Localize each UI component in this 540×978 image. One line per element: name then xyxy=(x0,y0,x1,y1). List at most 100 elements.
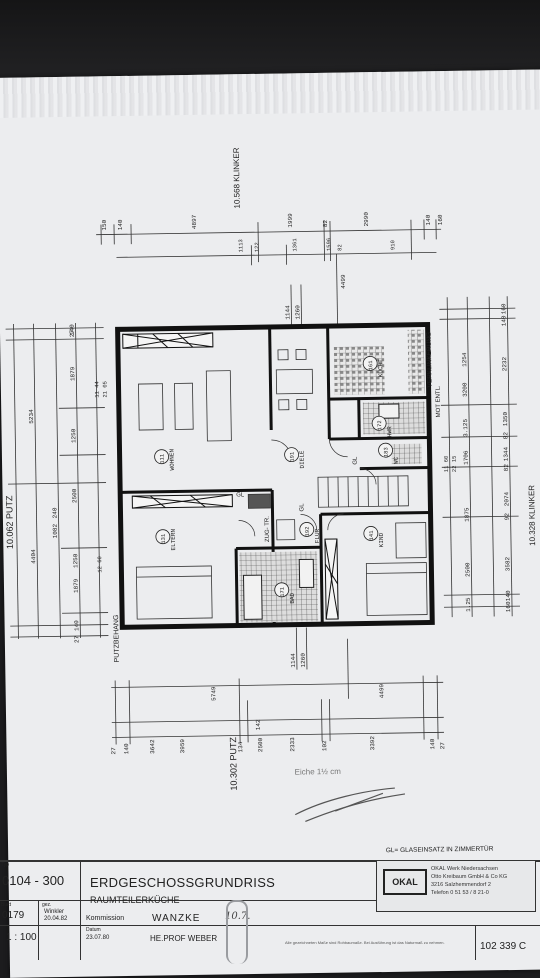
room-name-kind: KIND xyxy=(378,532,385,547)
okal-logo: OKAL xyxy=(383,869,427,895)
drawing-subtitle: RAUMTEILERKÜCHE xyxy=(90,895,180,905)
left-dim-2: 1879 xyxy=(69,366,76,381)
staircase xyxy=(318,476,408,507)
right-dim-3: 1350 xyxy=(502,411,509,426)
typ-label: Typ xyxy=(1,862,9,868)
okal-line-3: 3216 Salzhemmendorf 2 xyxy=(431,881,507,889)
right-dim-10: 140 xyxy=(505,590,512,601)
top-sub-dim-0: 1113 xyxy=(237,239,244,252)
top-dim-7: 160 xyxy=(437,214,444,225)
massstab-value: 1 : 100 xyxy=(6,932,37,943)
top-sub-dim-2: 1361 xyxy=(291,238,298,252)
verklinkerung-label: VERKLINKERUNG xyxy=(426,332,434,388)
okal-line-1: OKAL Werk Niedersachsen xyxy=(431,865,507,873)
tb-col-rule-1 xyxy=(80,860,81,960)
bottom-sub-dim-1: 4499 xyxy=(378,683,385,698)
bottom-dim-7: 102 xyxy=(321,740,328,751)
room-number-bad: 171 xyxy=(279,586,286,597)
height-note-4: 11 60 xyxy=(443,456,450,473)
left-dim-3: 1250 xyxy=(70,428,77,443)
putzbehang-label: PUTZBEHANG xyxy=(113,615,121,663)
bottom-dim-4: 134 xyxy=(237,741,244,752)
paper-clip-icon xyxy=(226,900,248,964)
bottom-dim-0: 27 xyxy=(110,747,117,755)
left-dim-6: 1879 xyxy=(73,578,80,593)
bottom-dimension-lines xyxy=(111,675,444,744)
top-dim-4: 82 xyxy=(322,219,329,227)
tb-col-rule-2 xyxy=(38,900,39,960)
left-dim-7: 140 xyxy=(73,620,80,631)
mid-bottom-dim-2: 1260 xyxy=(300,653,307,668)
mot-entl-label: MOT ENTL. xyxy=(436,385,443,417)
bottom-sub-dim-2: 142 xyxy=(255,719,262,730)
datum-value: 23.07.80 xyxy=(86,935,109,941)
bottom-dim-9: 140 xyxy=(429,738,436,749)
bath-sink xyxy=(299,559,313,587)
room-name-hwr: HWR xyxy=(386,426,393,437)
left-dimension-lines xyxy=(6,323,109,640)
top-dim-0: 150 xyxy=(101,219,108,230)
right-dim-5: 1344 xyxy=(503,446,510,461)
bottom-dim-2: 3642 xyxy=(149,739,156,754)
hwr-sink xyxy=(379,404,399,418)
left-total-dim-2: 1082 xyxy=(52,524,59,539)
okal-company-box: OKAL OKAL Werk Niedersachsen Otto Kreiba… xyxy=(376,860,536,912)
right-dim-11: 160 xyxy=(505,601,512,612)
top-sub-dim-1: 122 xyxy=(253,242,260,252)
right-sub-dim-3: 1706 xyxy=(463,450,470,465)
bearbeiter-name: HE.PROF WEBER xyxy=(150,934,217,943)
room-name-küche: KÜCHE xyxy=(377,359,384,378)
height-note-3: 12 60 xyxy=(96,556,103,573)
room-number-flur: 192 xyxy=(304,526,311,536)
room-name-eltern: ELTERN xyxy=(170,528,177,550)
gl-label-1: GL xyxy=(353,456,359,465)
left-total-dim-1: 4404 xyxy=(30,549,37,564)
door-swings xyxy=(237,438,376,536)
blatt-value: 0179 xyxy=(2,910,24,921)
right-sub-dim-6: 1.25 xyxy=(465,597,472,612)
room-name-bad: BAD xyxy=(289,592,296,603)
bottom-dim-10: 27 xyxy=(439,742,446,750)
gl-label-2: GL xyxy=(299,503,305,512)
right-sub-dim-5: 2500 xyxy=(464,562,471,577)
top-sub-dim-5: 910 xyxy=(389,240,396,250)
drawing-title: ERDGESCHOSSGRUNDRISS xyxy=(90,875,275,890)
datum-label: Datum xyxy=(86,927,101,933)
klinker-right-label: 10.328 KLINKER xyxy=(527,485,537,546)
right-dim-9: 3582 xyxy=(504,556,511,571)
height-note-2: 21 05 xyxy=(101,381,108,398)
right-dim-0: 160 xyxy=(500,303,507,314)
bottom-dim-8: 3392 xyxy=(369,736,376,751)
mid-top-dim-1: 1144 xyxy=(284,305,291,320)
putz-left-label: 10.062 PUTZ xyxy=(4,495,15,549)
right-dim-2: 2232 xyxy=(501,356,508,371)
height-note-5: 22 15 xyxy=(451,456,458,473)
top-dim-2: 4897 xyxy=(191,214,198,229)
bottom-dim-5: 2500 xyxy=(257,737,264,752)
okal-address: OKAL Werk Niedersachsen Otto Kreibaum Gm… xyxy=(431,865,507,897)
bearb-date: 20.04.82 xyxy=(44,916,67,922)
right-dim-1: 140 xyxy=(500,315,507,326)
right-dim-4: 82 xyxy=(502,432,509,440)
gl-label-3: GL xyxy=(236,492,245,498)
left-total-dim-3: 240 xyxy=(51,507,58,518)
footer-small-print: Alle gezeichneten Maße sind Rohbaumaße. … xyxy=(285,940,445,945)
hand-note: Eiche 1½ cm xyxy=(295,767,342,777)
room-number-hwr: 172 xyxy=(376,420,383,430)
mid-top-dim-2: 1260 xyxy=(294,305,301,320)
mid-bottom-dim-1: 1144 xyxy=(290,653,297,668)
zug-label: ZUG- TR. xyxy=(265,516,271,542)
mid-top-dim-3: 4499 xyxy=(340,274,347,289)
left-dim-8: 27 xyxy=(73,635,80,643)
left-dim-5: 1250 xyxy=(72,553,79,568)
bearb-label: gez. xyxy=(42,902,51,908)
top-dim-5: 2990 xyxy=(363,212,370,227)
room-name-diele: DIELE xyxy=(299,450,306,469)
height-note-1: 11 44 xyxy=(93,380,100,397)
room-number-eltern: 131 xyxy=(160,533,167,544)
glaseinsatz-note: GL= GLASEINSATZ IN ZIMMERTÜR xyxy=(386,845,494,855)
left-dim-1: 140 xyxy=(69,324,76,335)
top-dim-1: 140 xyxy=(117,219,124,230)
